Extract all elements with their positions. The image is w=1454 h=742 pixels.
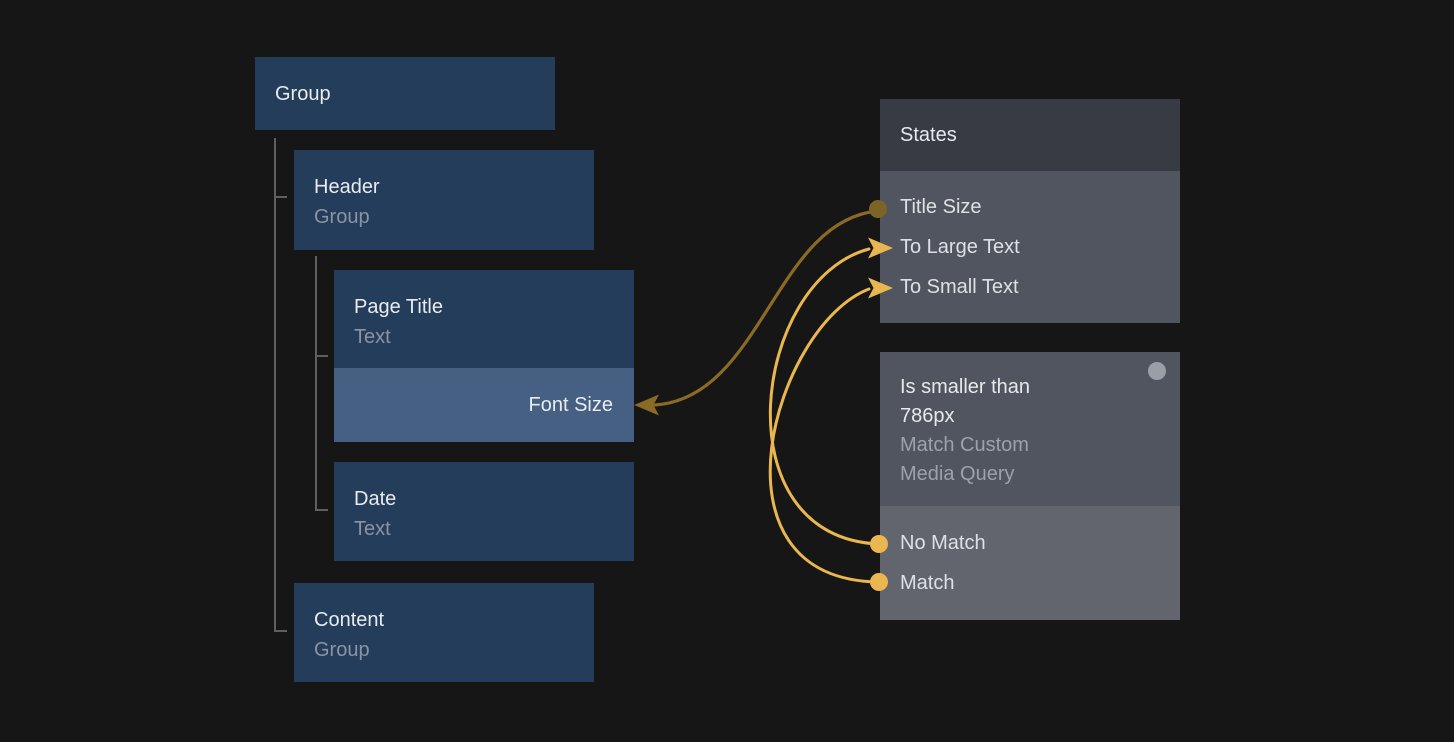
- edge-match-to-small-text: [768, 287, 881, 584]
- tree-node-date[interactable]: Date Text: [334, 462, 634, 561]
- media-query-panel-body: No Match Match: [880, 506, 1180, 620]
- media-query-panel-header: Is smaller than 786px Match Custom Media…: [880, 352, 1180, 506]
- status-circle-icon[interactable]: [1148, 362, 1166, 380]
- edge-title-size-to-font-size: [653, 209, 880, 407]
- states-panel-body: Title Size To Large Text To Small Text: [880, 171, 1180, 323]
- font-size-override-row[interactable]: Font Size: [334, 368, 634, 442]
- media-query-title-line2: 786px: [900, 405, 955, 427]
- state-item-to-large-text[interactable]: To Large Text: [900, 236, 1020, 258]
- tree-node-title: Header: [314, 176, 380, 198]
- tree-node-header[interactable]: Header Group: [294, 150, 594, 250]
- override-label: Font Size: [528, 394, 613, 416]
- media-item-no-match[interactable]: No Match: [900, 532, 986, 554]
- media-query-title-line1: Is smaller than: [900, 376, 1031, 398]
- tree-node-title: Group: [275, 83, 331, 105]
- media-query-panel: Is smaller than 786px Match Custom Media…: [880, 352, 1180, 620]
- state-item-title-size[interactable]: Title Size: [900, 196, 982, 218]
- states-panel-title: States: [900, 124, 957, 146]
- tree-node-title: Date: [354, 488, 397, 510]
- states-panel: States Title Size To Large Text To Small…: [880, 99, 1180, 323]
- media-item-match[interactable]: Match: [900, 572, 955, 594]
- media-query-subtitle-line2: Media Query: [900, 463, 1015, 485]
- tree-node-page-title-main: Page Title Text: [334, 270, 634, 368]
- state-item-to-small-text[interactable]: To Small Text: [900, 276, 1019, 298]
- arrowhead-font-size[interactable]: [634, 394, 659, 416]
- states-panel-header: States: [880, 99, 1180, 171]
- tree-node-subtitle: Group: [314, 639, 370, 661]
- tree-connector-level1: [274, 138, 287, 632]
- tree-node-title: Content: [314, 609, 385, 631]
- tree-node-content[interactable]: Content Group: [294, 583, 594, 682]
- tree-node-subtitle: Group: [314, 206, 370, 228]
- edge-no-match-to-large-text: [769, 247, 881, 546]
- tree-connector-level2: [315, 256, 328, 511]
- tree-node-subtitle: Text: [354, 518, 391, 540]
- tree-node-subtitle: Text: [354, 326, 391, 348]
- tree-node-page-title[interactable]: Page Title Text Font Size: [334, 270, 634, 442]
- media-query-subtitle-line1: Match Custom: [900, 434, 1029, 456]
- tree-node-title: Page Title: [354, 296, 443, 318]
- tree-node-group[interactable]: Group: [255, 57, 555, 130]
